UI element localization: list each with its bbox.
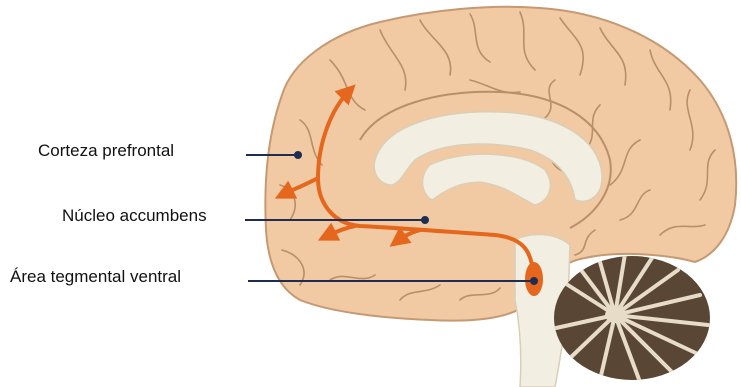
- leader-dot-prefrontal: [295, 152, 301, 158]
- label-ventral-tegmental-area: Área tegmental ventral: [10, 267, 181, 287]
- leader-dot-accumbens: [422, 217, 428, 223]
- label-prefrontal-cortex: Corteza prefrontal: [38, 141, 174, 161]
- leader-dot-vta: [531, 278, 537, 284]
- label-nucleus-accumbens: Núcleo accumbens: [62, 206, 207, 226]
- cerebellum: [554, 254, 710, 382]
